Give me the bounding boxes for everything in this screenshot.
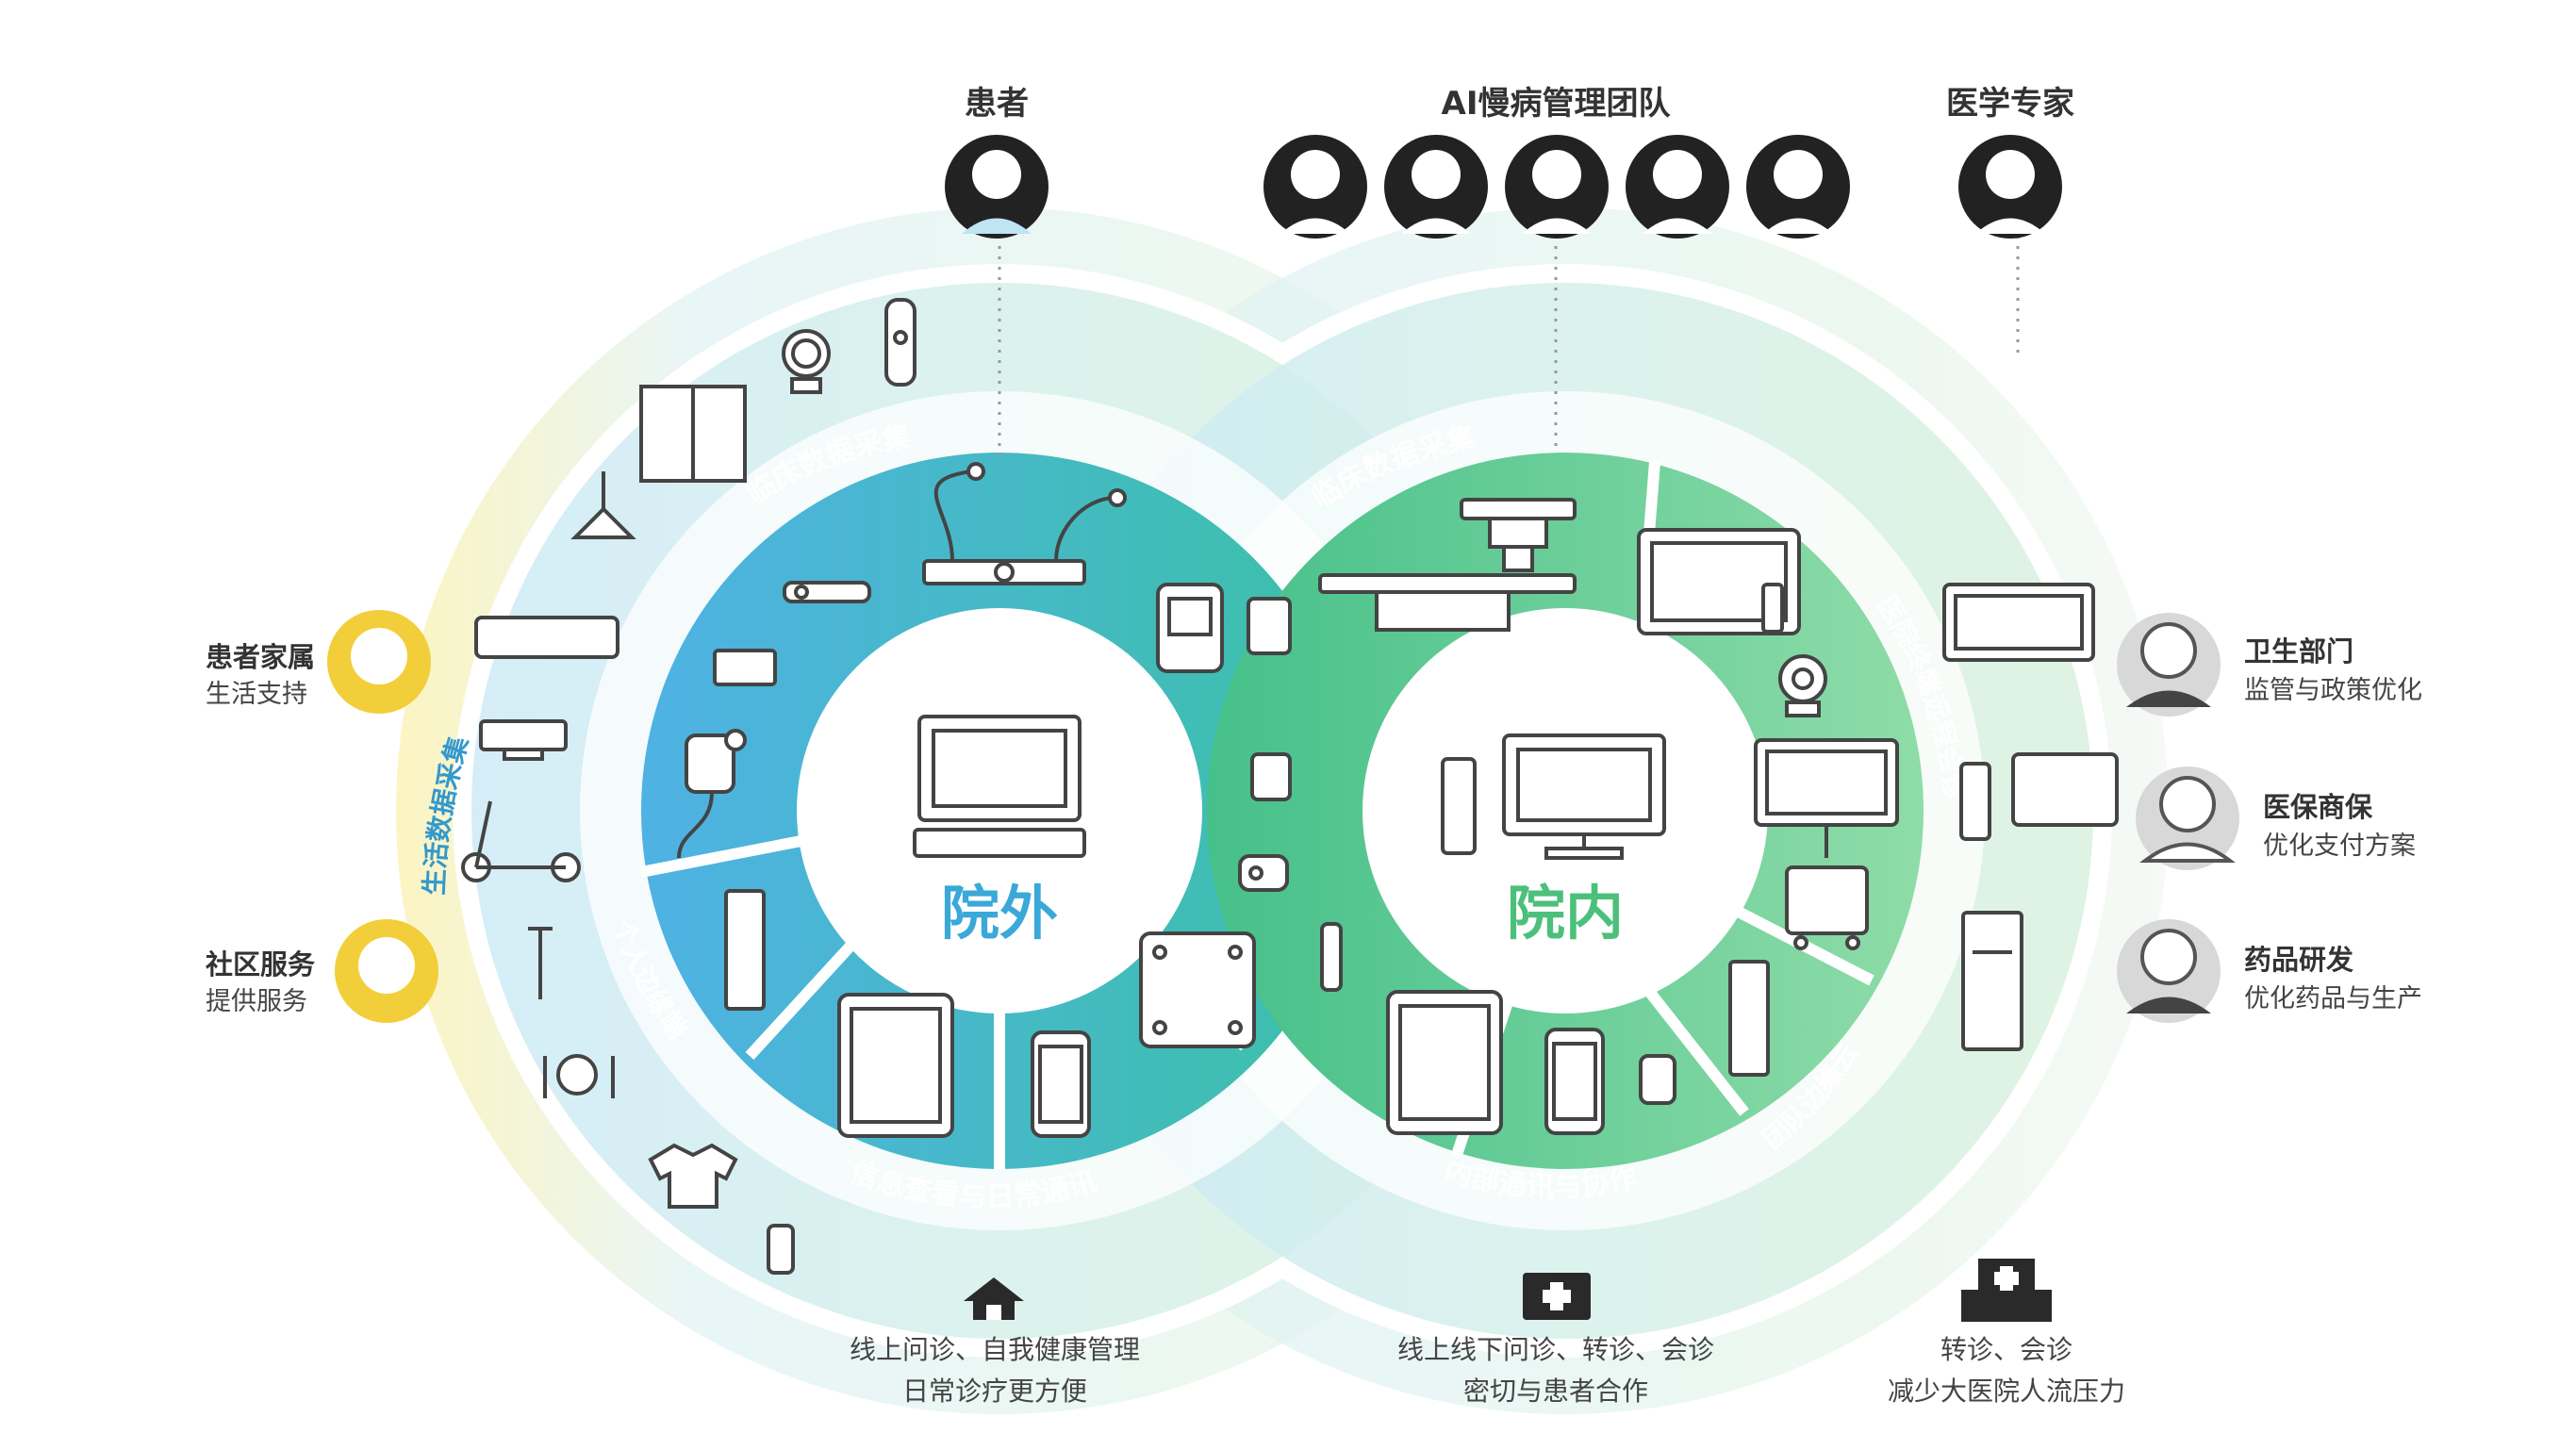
health-dept-title: 卫生部门 <box>2244 635 2354 667</box>
bottom-home-line2: 日常诊疗更方便 <box>901 1376 1087 1407</box>
small-sensor-icon <box>1250 752 1292 801</box>
hospital-bed-icon <box>1318 573 1577 632</box>
community-avatar <box>335 919 438 1023</box>
community-sub: 提供服务 <box>206 987 307 1016</box>
ai-team-avatar-2 <box>1384 135 1488 239</box>
outside-desktop-icon <box>913 715 1086 858</box>
ward-panel-icon <box>1728 960 1770 1077</box>
insurance-avatar <box>2136 766 2239 870</box>
tshirt-icon <box>648 1143 738 1209</box>
pulse-device-icon <box>713 649 777 686</box>
ward-phone-icon <box>1544 1028 1605 1135</box>
tablet-icon <box>837 993 954 1138</box>
examination-lamp-icon <box>1460 498 1577 572</box>
ai-team-avatar-3 <box>1505 135 1609 239</box>
bottom-clinic-line1: 线上线下问诊、转诊、会诊 <box>1396 1334 1714 1365</box>
watch-band-icon <box>767 1224 795 1275</box>
patient-heading: 患者 <box>965 85 1029 123</box>
large-monitor-icon <box>1637 528 1801 635</box>
hospital-icon <box>1961 1259 2052 1322</box>
ai-team-avatar-5 <box>1746 135 1850 239</box>
camera-sensor-icon <box>782 329 831 394</box>
ultrasound-probe-icon <box>922 462 1127 585</box>
health-dept-avatar <box>2117 613 2221 717</box>
glucose-meter-icon <box>1156 583 1292 673</box>
pharma-title: 药品研发 <box>2244 944 2354 976</box>
fingertip-oximeter-icon <box>1238 854 1289 892</box>
pharma-sub: 优化药品与生产 <box>2244 984 2422 1013</box>
family-title: 患者家属 <box>206 641 316 673</box>
tv-screen-icon <box>1754 738 1899 858</box>
insurance-title: 医保商保 <box>2263 791 2373 823</box>
door-sensor-icon <box>884 298 916 387</box>
patient-avatar <box>945 135 1049 239</box>
pen-device-icon <box>1320 922 1343 992</box>
air-conditioner-icon <box>474 616 619 659</box>
ward-tablet-icon <box>1386 990 1503 1135</box>
bottom-hospital-line1: 转诊、会诊 <box>1940 1334 2072 1365</box>
family-avatar <box>327 610 431 714</box>
scooter-icon <box>461 800 581 882</box>
community-title: 社区服务 <box>206 948 316 980</box>
connector-lines <box>998 236 2020 462</box>
smartwatch-icon <box>1639 1054 1676 1105</box>
projector-icon <box>479 719 568 761</box>
bottom-caption-home: 线上问诊、自我健康管理 日常诊疗更方便 <box>806 1329 1183 1412</box>
cart-monitor-icon <box>1785 865 1869 950</box>
clinic-icon <box>1523 1273 1591 1320</box>
stethoscope-handheld-icon <box>677 729 747 859</box>
right-desktop-icon <box>1959 752 2119 841</box>
bottom-home-line1: 线上问诊、自我健康管理 <box>849 1334 1140 1365</box>
expert-avatar <box>1958 135 2062 239</box>
ceiling-lamp-icon <box>570 471 636 539</box>
tableware-icon <box>543 1054 615 1098</box>
wall-panel-icon <box>724 889 766 1011</box>
bottom-caption-clinic: 线上线下问诊、转诊、会诊 密切与患者合作 <box>1358 1329 1754 1412</box>
expert-heading: 医学专家 <box>1946 85 2074 123</box>
phone-icon <box>1031 1030 1091 1138</box>
thermometer-icon <box>783 581 871 603</box>
health-dept-sub: 监管与政策优化 <box>2244 676 2422 705</box>
window-icon <box>639 385 747 483</box>
cane-icon <box>528 927 553 999</box>
inside-monitor-icon <box>1441 733 1666 860</box>
ai-team-avatar-1 <box>1263 135 1367 239</box>
webcam-icon <box>1778 654 1827 717</box>
outside-hospital-label: 院外 <box>941 879 1058 947</box>
bottom-caption-hospital: 转诊、会诊 减少大医院人流压力 <box>1856 1329 2157 1412</box>
pharma-avatar <box>2117 919 2221 1023</box>
server-tower-icon <box>1961 911 2023 1051</box>
bottom-clinic-line2: 密切与患者合作 <box>1462 1376 1648 1407</box>
ai-team-heading: AI慢病管理团队 <box>1441 85 1671 123</box>
right-display-icon <box>1942 583 2095 662</box>
ai-team-avatar-4 <box>1626 135 1729 239</box>
scale-icon <box>1139 931 1256 1048</box>
inside-hospital-label: 院内 <box>1507 879 1624 947</box>
insurance-sub: 优化支付方案 <box>2263 832 2416 861</box>
family-sub: 生活支持 <box>206 680 307 709</box>
home-icon <box>964 1277 1024 1320</box>
bottom-hospital-line2: 减少大医院人流压力 <box>1887 1376 2125 1407</box>
